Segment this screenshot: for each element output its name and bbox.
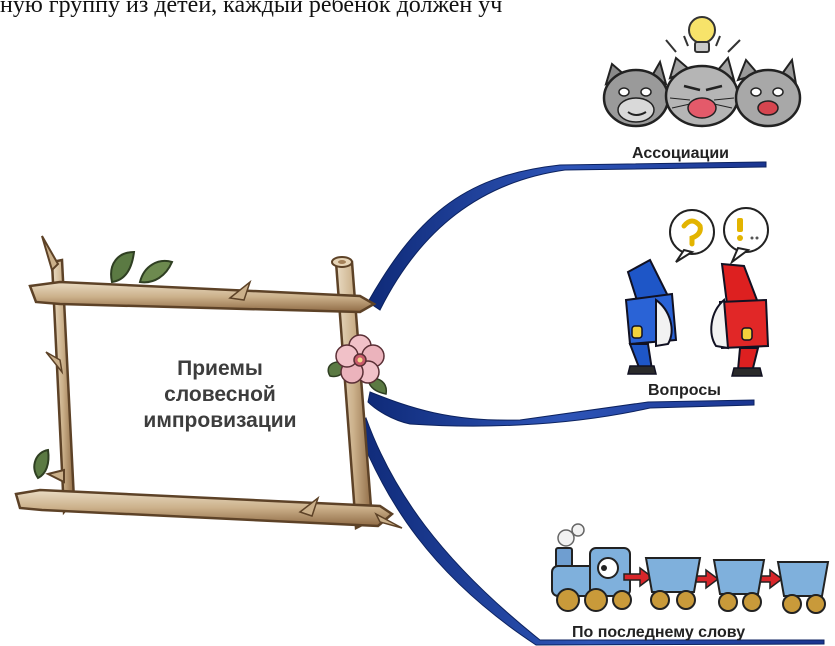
center-node-title: Приемы словесной импровизации [120, 356, 320, 434]
speech-bubble-exclamation [723, 207, 769, 266]
flower-icon [335, 334, 385, 384]
frame-top-stick [28, 280, 377, 314]
gnome-red [710, 262, 770, 377]
gnomes-with-speech-bubbles-icon [624, 207, 770, 377]
wooden-frame [14, 235, 403, 530]
gnome-blue [624, 258, 678, 375]
page-top-text-fragment: ную группу из детей, каждый ребенок долж… [0, 0, 503, 18]
cat-head-left [602, 59, 670, 128]
cat-head-right [734, 57, 802, 128]
center-title-line-2: словесной [164, 383, 276, 406]
frame-bottom-stick [14, 488, 395, 528]
cats-with-lightbulb-icon [602, 16, 802, 128]
toy-train-icon [551, 523, 830, 614]
leaf-bottom-left [33, 448, 50, 480]
train-arrow-1 [623, 566, 654, 588]
wagon-1 [644, 557, 702, 610]
speech-bubble-question [669, 209, 715, 263]
leaf-top-1 [110, 250, 136, 284]
center-title-line-1: Приемы [177, 357, 263, 380]
branch-to-last-word [355, 417, 825, 646]
branch-to-questions [367, 391, 755, 427]
cat-head-middle [664, 55, 740, 128]
branch-label-questions: Вопросы [648, 382, 721, 399]
locomotive [551, 547, 632, 612]
branch-connectors [355, 161, 825, 646]
wagon-3 [776, 561, 830, 614]
center-title-line-3: импровизации [143, 409, 297, 432]
wagon-2 [712, 559, 766, 612]
branch-to-associations [367, 161, 767, 311]
branch-label-last-word: По последнему слову [572, 624, 746, 641]
branch-label-associations: Ассоциации [632, 145, 729, 162]
leaf-top-2 [138, 260, 174, 284]
